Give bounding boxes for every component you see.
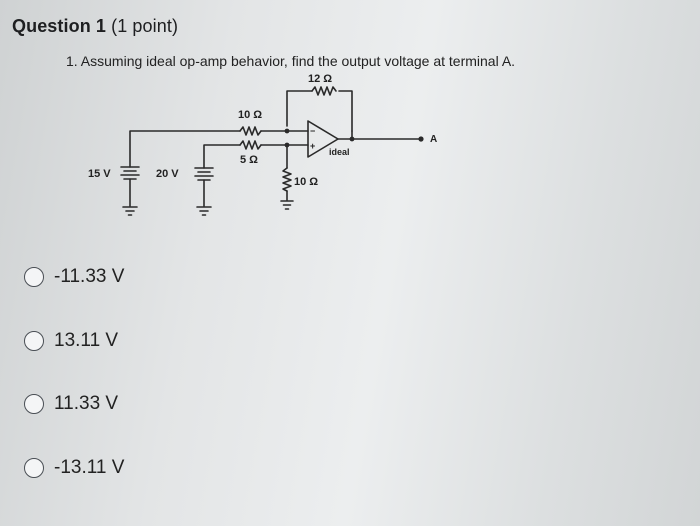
- label-r-ground: 10 Ω: [294, 176, 318, 188]
- wire-15v-top: [129, 130, 241, 168]
- radio-option-1[interactable]: [24, 267, 44, 287]
- node-minus: [284, 128, 290, 134]
- terminal-a-dot: [418, 136, 424, 142]
- node-output: [349, 136, 355, 142]
- feedback-wire: [286, 90, 313, 127]
- resistor-12-ohm: [311, 86, 337, 96]
- radio-option-2[interactable]: [24, 331, 44, 351]
- wire-20v-top: [203, 144, 241, 169]
- label-opamp: ideal: [329, 147, 350, 157]
- label-r-feedback: 12 Ω: [308, 73, 332, 85]
- source-15v-plates: [120, 166, 140, 180]
- source-15v-ground: [122, 206, 138, 216]
- question-prompt: 1. Assuming ideal op-amp behavior, find …: [66, 53, 516, 69]
- node-plus: [284, 142, 290, 148]
- option-4[interactable]: -13.11 V: [24, 457, 124, 479]
- source-20v-ground: [196, 206, 212, 216]
- label-terminal-a: A: [430, 134, 437, 145]
- label-minus: −: [310, 126, 315, 136]
- option-1[interactable]: -11.33 V: [24, 266, 124, 288]
- option-2-label: 13.11 V: [54, 330, 119, 351]
- feedback-wire-right: [338, 90, 353, 132]
- label-r-mid: 5 Ω: [240, 154, 258, 166]
- label-source-20v: 20 V: [156, 168, 179, 180]
- opamp-symbol: [307, 120, 339, 158]
- label-source-15v: 15 V: [88, 168, 111, 180]
- label-r-top: 10 Ω: [238, 109, 262, 121]
- question-points: (1 point): [111, 16, 179, 36]
- radio-option-4[interactable]: [24, 458, 44, 478]
- option-2[interactable]: 13.11 V: [24, 330, 118, 352]
- label-plus: +: [310, 141, 315, 151]
- ground-symbol-resistor: [280, 200, 294, 210]
- option-3-label: 11.33 V: [54, 393, 119, 414]
- resistor-10-ohm-ground: [282, 167, 292, 192]
- resistor-5-ohm: [239, 140, 262, 150]
- radio-option-3[interactable]: [24, 394, 44, 414]
- option-4-label: -13.11 V: [54, 457, 125, 478]
- option-1-label: -11.33 V: [54, 266, 125, 287]
- question-number: Question 1: [12, 16, 107, 36]
- question-title: Question 1 (1 point): [12, 16, 178, 37]
- source-20v-plates: [194, 167, 214, 181]
- option-3[interactable]: 11.33 V: [24, 393, 118, 415]
- resistor-10-ohm-top: [239, 126, 262, 136]
